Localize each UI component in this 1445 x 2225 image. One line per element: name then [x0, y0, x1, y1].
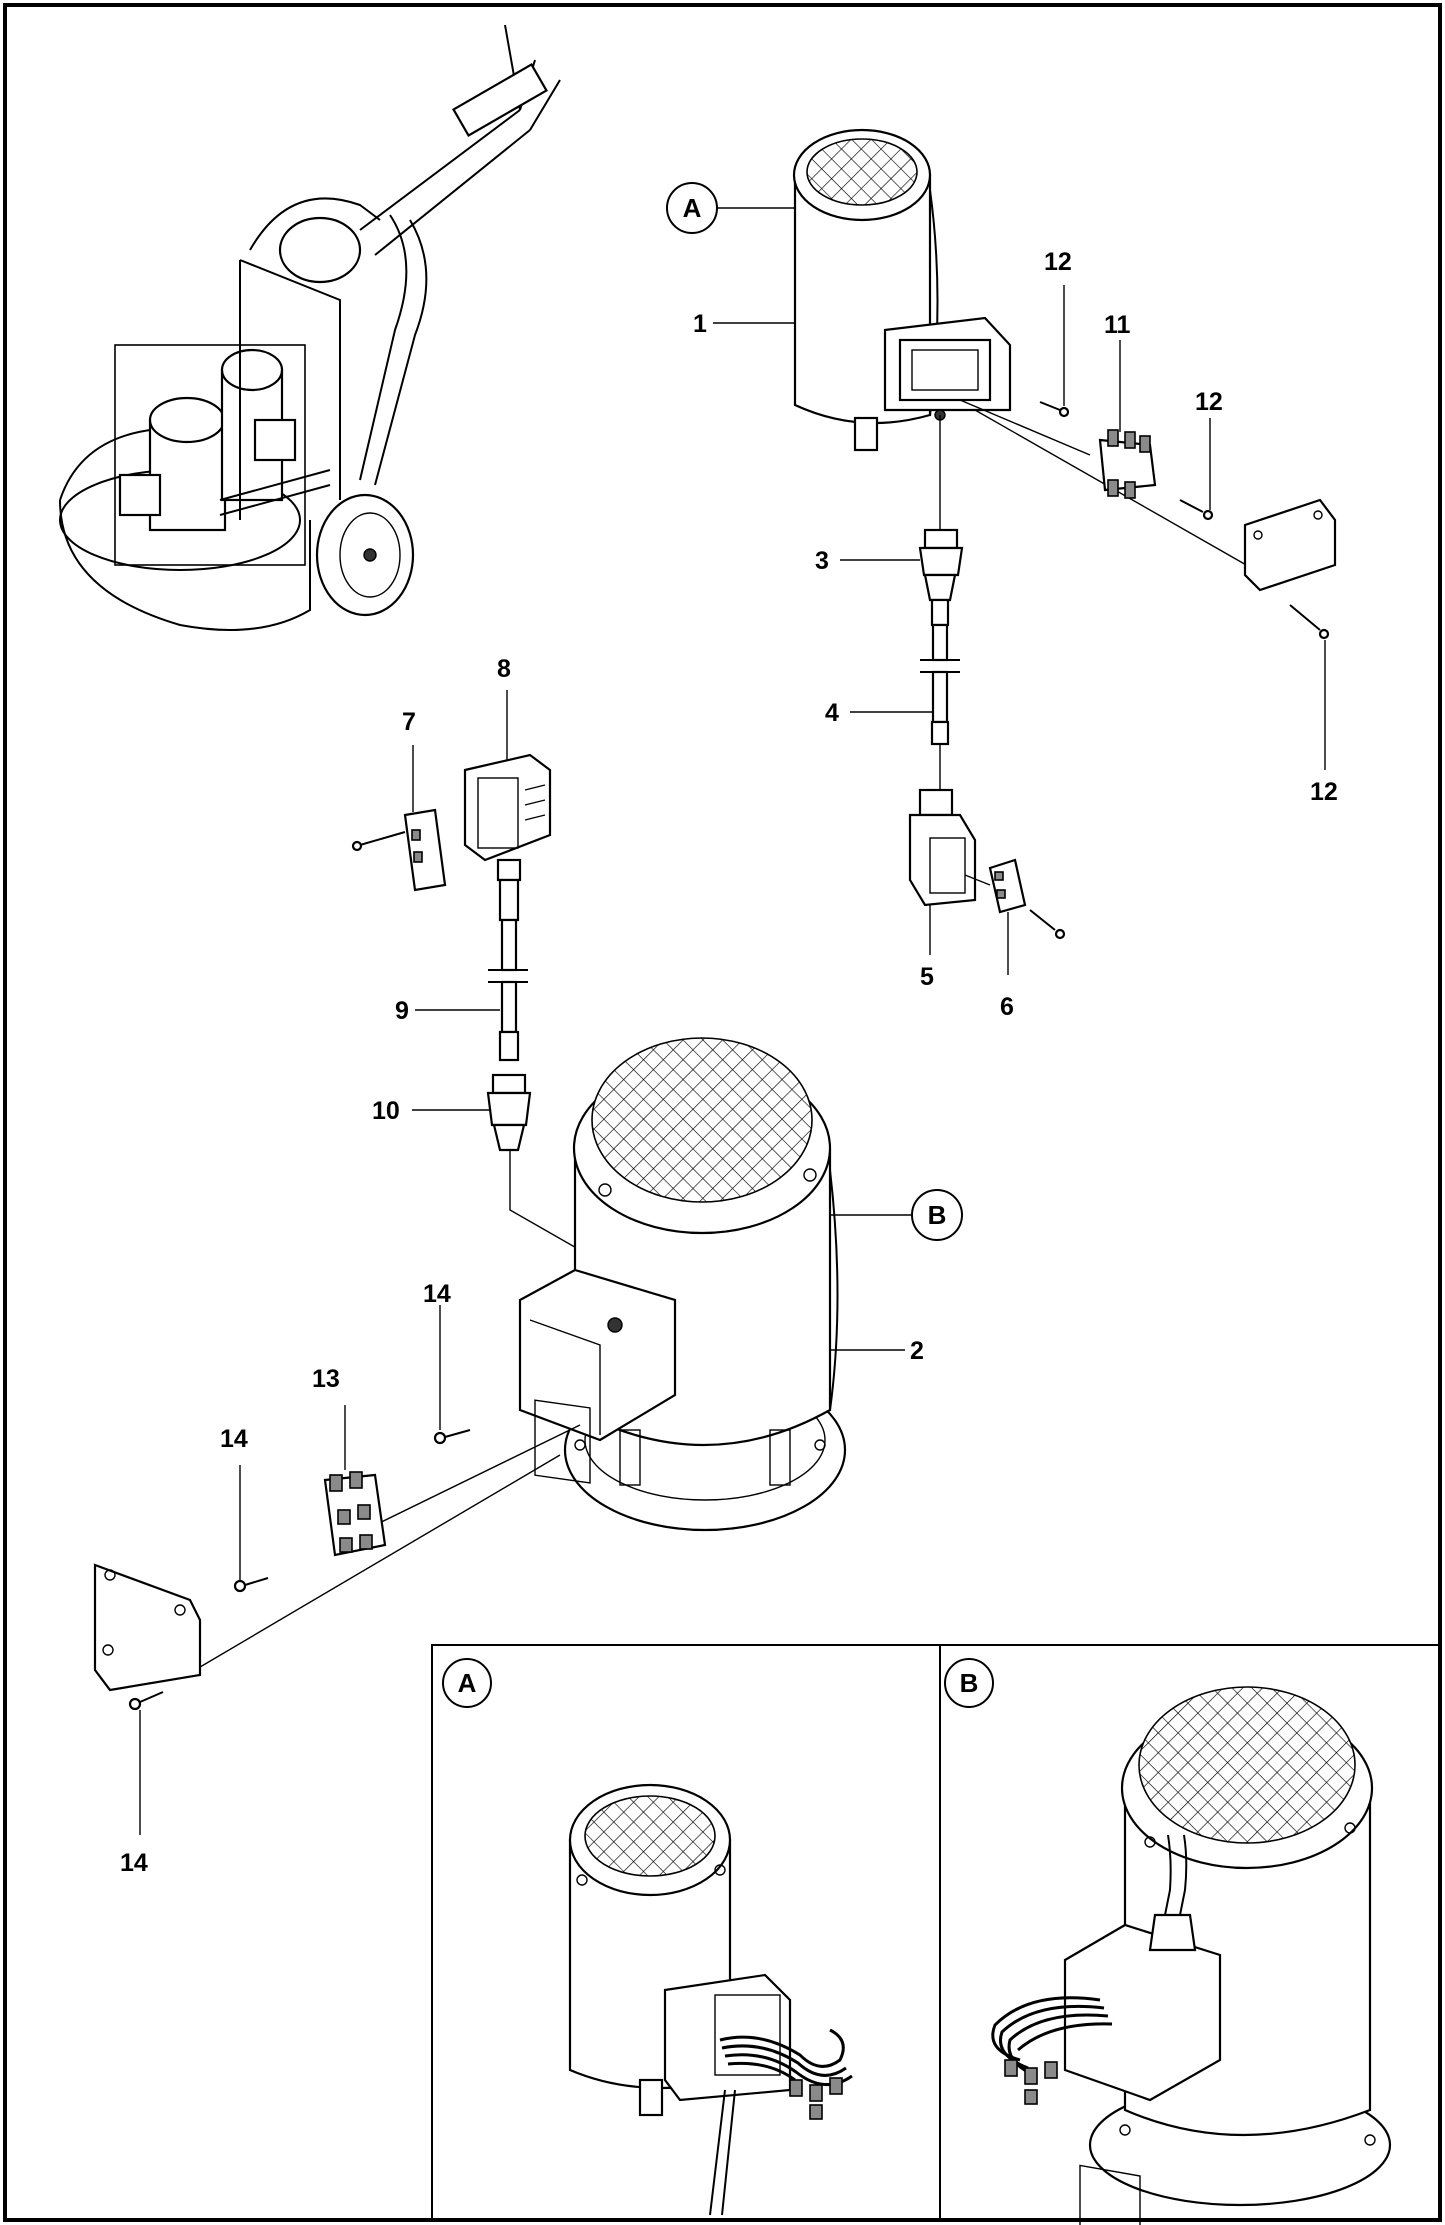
part-label-11: 11 [1104, 311, 1131, 339]
detail-a-callout-label: A [458, 1668, 477, 1698]
screw-12-upper [1039, 401, 1070, 418]
screw-14-lower [128, 1691, 164, 1835]
cable-gland-10 [486, 1073, 532, 1152]
cover-plate-b [93, 1563, 202, 1692]
part-label-12-upper: 12 [1044, 248, 1072, 276]
detail-b-callout [944, 1658, 994, 1708]
cable-gland-3 [918, 528, 964, 602]
detail-panels [431, 1644, 1440, 2220]
cable-4 [920, 598, 960, 790]
screw-14-upper [433, 1305, 471, 1445]
detail-a-callout [442, 1658, 492, 1708]
part-label-6: 6 [1000, 993, 1014, 1021]
part-label-10: 10 [372, 1097, 400, 1125]
detail-b-callout-label: B [960, 1668, 979, 1698]
motor-b [518, 1037, 847, 1532]
callout-b-label: B [928, 1200, 947, 1230]
part-label-3: 3 [815, 547, 829, 575]
part-label-12-lower: 12 [1310, 778, 1338, 806]
part-label-7: 7 [402, 708, 416, 736]
leader-b-cover [194, 1454, 561, 1671]
screw-12-lower [1289, 604, 1330, 770]
part-label-14-upper: 14 [423, 1280, 451, 1308]
leader-a-terminal [959, 399, 1091, 456]
part-label-5: 5 [920, 963, 934, 991]
connector-housing-8 [463, 753, 552, 882]
screw-14-middle [233, 1465, 269, 1593]
connector-insert-7 [351, 808, 447, 892]
machine-overview [59, 24, 561, 631]
page-border [3, 3, 1442, 2222]
callout-a-top [666, 182, 718, 234]
part-label-4: 4 [825, 699, 839, 727]
part-label-14-middle: 14 [220, 1425, 248, 1453]
part-label-12-middle: 12 [1195, 388, 1223, 416]
terminal-block-11 [1098, 429, 1157, 499]
cable-9 [488, 878, 528, 1062]
callout-b [911, 1189, 963, 1241]
detail-panel-a: A [442, 1658, 853, 2216]
part-label-1: 1 [693, 310, 707, 338]
motor-a [792, 128, 1012, 452]
screw-12-middle [1179, 499, 1214, 521]
part-label-2: 2 [910, 1337, 924, 1365]
part-label-14-lower: 14 [120, 1849, 148, 1877]
connector-insert-6 [988, 858, 1066, 940]
cover-plate-a [1243, 498, 1337, 592]
leader-b-terminal [364, 1424, 581, 1531]
detail-panel-b: B [944, 1658, 1392, 2225]
callout-a-top-label: A [683, 193, 702, 223]
part-label-8: 8 [497, 655, 511, 683]
part-label-13: 13 [312, 1365, 340, 1393]
terminal-block-13 [323, 1405, 387, 1557]
connector-housing-5 [908, 788, 991, 907]
part-label-9: 9 [395, 997, 409, 1025]
